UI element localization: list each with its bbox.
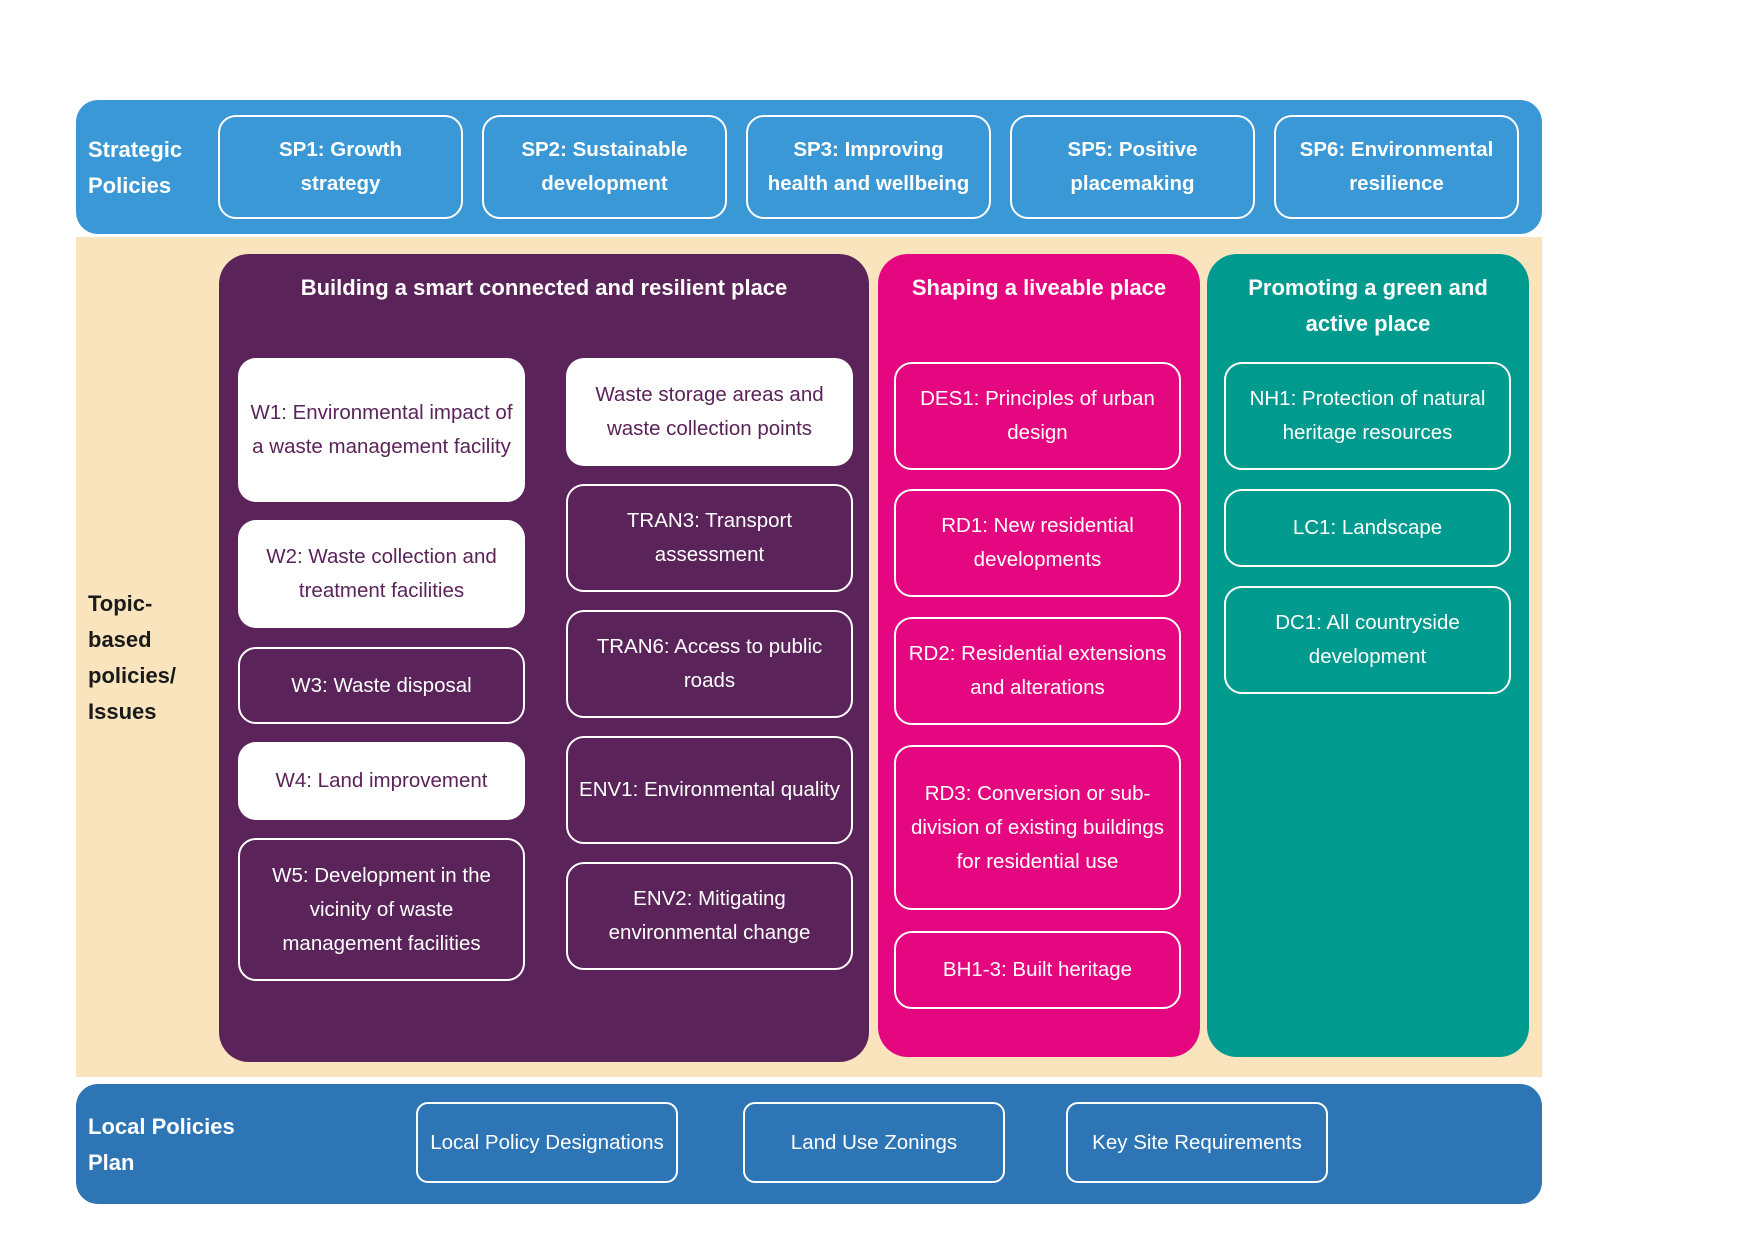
sp2-box: SP2: Sustainable development	[482, 115, 727, 219]
waste-storage-box: Waste storage areas and waste collection…	[566, 358, 853, 466]
local-policies-label: Local Policies Plan	[88, 1114, 235, 1175]
liveable-place-column	[878, 254, 1200, 1057]
env2-box: ENV2: Mitigating environmental change	[566, 862, 853, 970]
des1-box: DES1: Principles of urban design	[894, 362, 1181, 470]
tran6-box: TRAN6: Access to public roads	[566, 610, 853, 718]
rd3-box: RD3: Conversion or sub-division of exist…	[894, 745, 1181, 910]
green-place-title: Promoting a green and active place	[1248, 275, 1488, 336]
bh1-3-box: BH1-3: Built heritage	[894, 931, 1181, 1009]
sp1-box: SP1: Growth strategy	[218, 115, 463, 219]
nh1-box: NH1: Protection of natural heritage reso…	[1224, 362, 1511, 470]
w4-box: W4: Land improvement	[238, 742, 525, 820]
lc1-box: LC1: Landscape	[1224, 489, 1511, 567]
smart-place-title: Building a smart connected and resilient…	[300, 275, 788, 300]
strategic-policies-label: Strategic Policies	[88, 137, 183, 198]
topic-policies-label: Topic- based policies/ Issues	[88, 591, 177, 724]
green-place-column	[1207, 254, 1529, 1057]
rd1-box: RD1: New residential developments	[894, 489, 1181, 597]
land-use-zonings-box: Land Use Zonings	[743, 1102, 1005, 1183]
liveable-place-title: Shaping a liveable place	[911, 275, 1167, 300]
local-policy-designations-box: Local Policy Designations	[416, 1102, 678, 1183]
local-policies-band	[76, 1084, 1542, 1204]
tran3-box: TRAN3: Transport assessment	[566, 484, 853, 592]
rd2-box: RD2: Residential extensions and alterati…	[894, 617, 1181, 725]
w3-box: W3: Waste disposal	[238, 647, 525, 724]
w1-box: W1: Environmental impact of a waste mana…	[238, 358, 525, 502]
sp3-box: SP3: Improving health and wellbeing	[746, 115, 991, 219]
strategic-policies-band	[76, 100, 1542, 234]
sp6-box: SP6: Environmental resilience	[1274, 115, 1519, 219]
sp5-box: SP5: Positive placemaking	[1010, 115, 1255, 219]
key-site-requirements-box: Key Site Requirements	[1066, 1102, 1328, 1183]
w5-box: W5: Development in the vicinity of waste…	[238, 838, 525, 981]
dc1-box: DC1: All countryside development	[1224, 586, 1511, 694]
env1-box: ENV1: Environmental quality	[566, 736, 853, 844]
w2-box: W2: Waste collection and treatment facil…	[238, 520, 525, 628]
